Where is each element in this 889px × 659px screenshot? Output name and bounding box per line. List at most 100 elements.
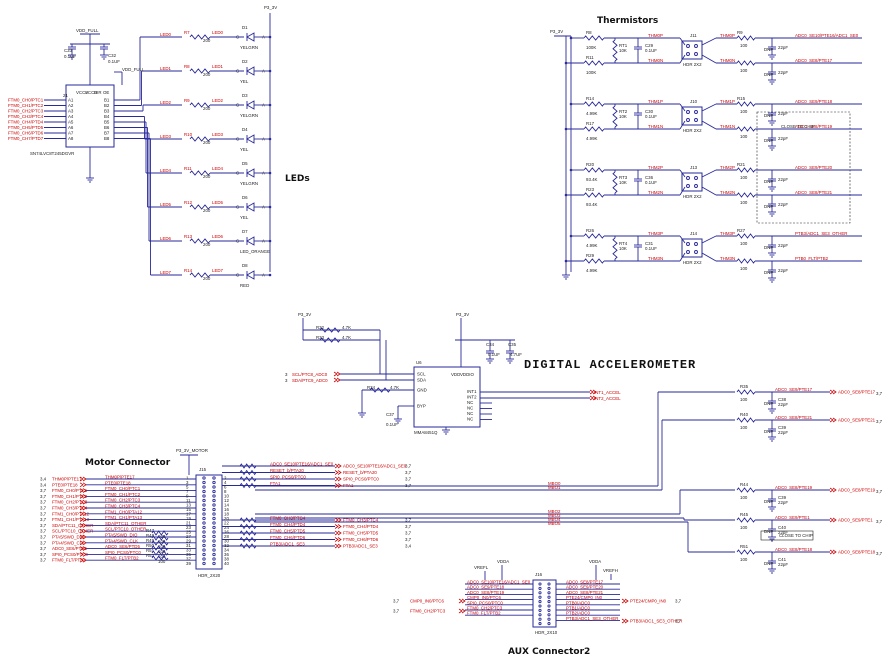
therm-netp: THM0P: [648, 33, 663, 38]
motor-header-pin: [212, 534, 216, 539]
aux-conn-type: HDR_2X10: [535, 630, 558, 635]
filter-res-val: 100: [740, 557, 748, 562]
filter-out-net: ADC0_SE8/PTE17: [838, 390, 876, 395]
accelerometer-title: DIGITAL ACCELEROMETER: [524, 358, 696, 372]
therm-out-res-val: 100: [740, 175, 748, 180]
accel-pin-top: VDD: [451, 372, 460, 377]
accel-cap3-val: 0.1UF: [386, 422, 398, 427]
therm-filter-cap-val: 22pF: [778, 111, 788, 116]
motor-bottom-res-val: 100: [158, 559, 166, 564]
therm-resistor-b: [583, 126, 605, 132]
led-diode-ref: D5: [242, 161, 248, 166]
accel-pin-right: INT2: [467, 395, 477, 400]
driver-input-net: FTM0_CH6/PTD6: [8, 131, 44, 136]
accel-r2-val: 4.7K: [342, 335, 351, 340]
led-color-label: LED_ORANGE: [240, 249, 270, 254]
therm-dnp: DNP: [764, 204, 773, 209]
motor-header-pin: [202, 539, 206, 543]
therm-header-ref: J10: [690, 99, 698, 104]
vdd-full-label-2: VDD_FULL: [122, 67, 145, 72]
motor-bottom-res-ref: R52: [146, 553, 155, 558]
motor-header-pin: [202, 534, 206, 539]
motor-header-pin: [202, 543, 206, 548]
filter-cap-val: 22pF: [778, 562, 788, 567]
motor-bottom-res-val: 100: [158, 549, 166, 554]
aux-header-pin: [538, 622, 542, 626]
therm-out-net-top: ADC0_SE10/PTE16/ADC1_SE0: [795, 33, 859, 38]
close-to-chip-box: [756, 111, 851, 224]
p3v-accel-label-1: P3_3V: [298, 312, 311, 317]
driver-pin-a: A7: [68, 131, 74, 136]
aux-right-tag: [621, 618, 629, 624]
therm-junction: [564, 127, 568, 131]
motor-left-page: 3,7: [40, 529, 47, 534]
header-pin: [694, 110, 698, 114]
driver-pin-b: B2: [104, 103, 110, 108]
p3v-accel-label-2: P3_3V: [456, 312, 469, 317]
led-res-val: 200: [203, 208, 211, 213]
driver-top-pin: DIR: [94, 90, 102, 95]
therm-filter-cap-val: 22pF: [778, 45, 788, 50]
motor-pin-num: 25: [186, 530, 191, 535]
driver-pin-a: A1: [68, 98, 74, 103]
therm-header: [681, 238, 703, 258]
motor-bottom-res: [151, 550, 169, 556]
p3v-motor-label: P3_3V_MOTOR: [176, 448, 208, 453]
therm-junction: [569, 102, 573, 106]
therm-junction: [564, 259, 568, 263]
motor-right-res: [239, 536, 257, 543]
filter-out-tag: [829, 487, 837, 493]
led-res-ref: R7: [184, 30, 190, 35]
header-pin: [686, 44, 690, 48]
motor-right-page: 3,7: [405, 524, 412, 529]
motor-left-net: FTM0_CH2/PTC3: [52, 500, 88, 505]
therm-header: [681, 40, 703, 60]
accel-cap3-ref: C37: [386, 412, 395, 417]
led-resistor: [189, 204, 211, 210]
driver-input-net: FTM0_CH5/PTD5: [8, 125, 44, 130]
therm-ra-val: 4.99K: [586, 111, 598, 116]
motor-pin-num: 15: [186, 507, 191, 512]
filter-net: ADC0_SE8/PTE19: [775, 485, 813, 490]
motor-right-page: 3,7: [405, 537, 412, 542]
header-pin: [686, 250, 690, 254]
led-cathode-pin: C: [236, 35, 239, 40]
therm-resistor-a: [583, 233, 605, 239]
accel-r3-val: 4.7K: [390, 385, 399, 390]
therm-ra-val: 93.4K: [586, 177, 598, 182]
motor-header-pin: [212, 476, 216, 480]
therm-filter-cap-val: 22pF: [778, 202, 788, 207]
aux-right-page: 3,7: [675, 599, 682, 604]
motor-bottom-res-ref: R48: [146, 533, 155, 538]
therm-out-resistor: [736, 167, 756, 173]
accel-scl-tag: [333, 371, 341, 377]
motor-header-pin: [202, 552, 206, 557]
motor-right-net-out: FTM0_CH5/PTD5: [343, 531, 379, 536]
therm-header-type: HDR 2X2: [683, 128, 702, 133]
therm-ra-ref: R14: [586, 96, 595, 101]
led-node-label: LED7: [212, 268, 224, 273]
filter-out-tag: [829, 549, 837, 555]
led-res-ref: R10: [184, 132, 193, 137]
motor-left-net: FTM0_CH1/PTC2: [52, 494, 88, 499]
led-res-ref: R14: [184, 268, 193, 273]
driver-cap1-ref: C33: [64, 48, 73, 53]
aux-left-ext-net: CMP0_IN0/PTC6: [410, 599, 444, 604]
motor-bottom-res-ref: R49: [146, 538, 155, 543]
therm-header-wire: [679, 37, 686, 46]
filter-out-net: ADC0_SE8/PTE18: [838, 550, 876, 555]
p3v-led-label: P3_3V: [264, 5, 277, 10]
motor-pin-num: 31: [186, 543, 191, 548]
therm-header-wire: [679, 103, 686, 112]
aux-header-pin: [538, 604, 542, 608]
filter-net: ADC0_SE9/PTE1: [775, 515, 810, 520]
therm-netn: THM0N: [648, 58, 663, 63]
thermistor-ref: RT3: [619, 175, 628, 180]
motor-header-pin: [202, 507, 206, 512]
motor-left-page: 3,4: [40, 482, 47, 487]
motor-right-net-out: FTM0_CH3/PTC4: [343, 518, 379, 523]
motor-right-tag: [334, 476, 342, 482]
motor-right-tag: [334, 524, 342, 529]
driver-pin-a: A3: [68, 109, 74, 114]
accel-scl-net: SCL/PTC8_ADC0: [292, 372, 328, 377]
